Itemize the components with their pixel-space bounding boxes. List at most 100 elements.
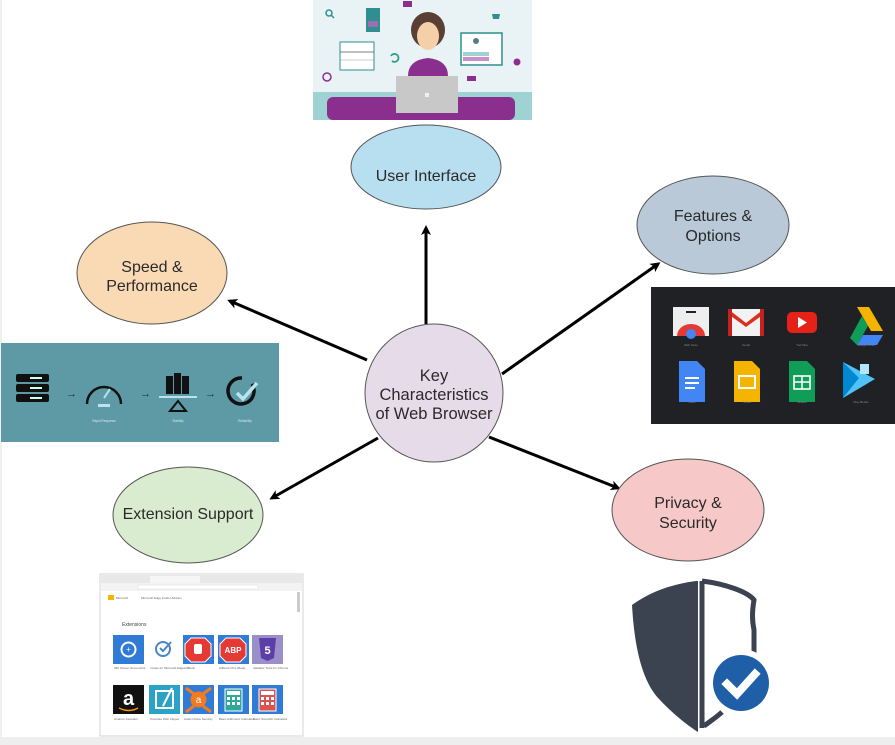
node-speed-performance[interactable]: Speed & Performance [76,221,228,325]
app-label: Google Drive [857,343,875,347]
svg-text:+: + [126,645,131,654]
extension-label: Invoke for Microsoft Edge [150,666,184,670]
envelope-icon [467,76,476,81]
shield-icon [632,581,698,732]
extension-tile-arithmetic-calculator [218,685,249,714]
arrow-to-privacy-security [488,435,621,491]
speed-performance-illustration: → Rapid Response → Stability → Reliabili… [1,343,279,442]
node-center-label-1: Key [420,367,449,385]
power-icon [322,72,332,82]
node-features-options[interactable]: Features & Options [636,175,790,275]
svg-text:ABP: ABP [225,646,243,655]
node-user-interface-label: User Interface [376,168,477,185]
extension-brand: Microsoft [116,596,128,600]
svg-text:a: a [196,695,202,706]
extension-label: 360 Screen Screenshot [114,666,146,670]
extension-tile-avast: a [183,685,214,714]
app-label: Play Books [853,400,869,404]
svg-text:5: 5 [264,645,270,657]
bottom-band [0,737,895,745]
browser-tab [150,576,200,583]
extension-tile-adblock-plus: ABP [218,635,249,664]
arrow-to-extension-support [269,436,379,500]
extension-label: Adblock Plus (Beta) [219,666,245,670]
arrow-icon: → [205,388,216,400]
node-extension-support[interactable]: Extension Support [112,466,264,564]
person-body [408,58,448,76]
speed-step-label-1: Rapid Response [92,419,116,423]
document-icon [366,8,380,32]
microsoft-logo [108,595,114,600]
extension-tile-scientific-calculator [252,685,283,714]
node-center-label-3: of Web Browser [375,405,493,423]
speed-illustration-background [1,343,279,442]
node-privacy-security[interactable]: Privacy & Security [611,458,765,562]
arrow-to-features-options [501,262,661,376]
node-speed-performance-label-2: Performance [106,278,198,295]
shield-outline-lower [702,710,724,729]
web-store-icon [673,307,709,339]
arrow-icon: → [140,388,151,400]
play-books-icon [843,362,875,398]
node-features-options-label-1: Features & [674,208,753,225]
node-center-label-2: Characteristics [379,386,488,404]
extension-label: OneNote Web Clipper [150,717,179,721]
shield-outline [699,578,757,728]
node-extension-support-label: Extension Support [123,506,254,523]
user-interface-illustration [313,0,532,120]
app-label: Sheets [797,400,807,404]
security-shield-illustration [632,578,775,732]
node-user-interface[interactable]: User Interface [350,124,502,210]
mail-icon [403,1,412,7]
node-center-shape [364,323,504,463]
speed-step-label-3: Reliability [238,419,252,423]
extension-label: Basic Arithmetic Calculator [219,717,255,721]
extension-section-title: Extensions [122,622,147,628]
checkmark [721,668,761,700]
person-face [417,22,439,50]
speaker-icon [513,58,521,66]
verified-check-icon [713,655,769,711]
gmail-icon [728,309,764,336]
balance-icon [159,373,197,412]
extension-tile-amazon: a [113,685,144,714]
arrow-to-speed-performance [227,299,368,362]
node-features-options-shape [636,175,790,275]
extension-tile-html5: 5 [252,635,283,664]
app-label: Docs [689,400,696,404]
extension-tile-onenote [149,685,180,714]
extension-label: Avast Online Security [184,717,213,721]
speed-step-label-2: Stability [172,419,184,423]
extension-label: Amazon Assistant [114,717,138,721]
cart-icon [492,14,500,19]
connector-arrows [227,225,661,500]
node-speed-performance-label-1: Speed & [121,259,183,276]
extension-label: AdBlock [184,666,196,670]
refresh-icon [390,53,400,63]
reliability-check-icon [226,376,259,406]
app-label: Web Store [684,343,698,347]
extension-tile-invoke [149,635,180,664]
extension-page-title: Microsoft Edge Insider Addons [141,596,182,600]
app-label: Slides [743,400,752,404]
scrollbar [297,592,300,612]
features-options-illustration: Web Store Gmail YouTube Google Drive Doc… [651,287,895,424]
extension-tile-adblock [183,635,214,664]
extension-support-illustration: Microsoft Microsoft Edge Insider Addons … [99,573,304,737]
node-features-options-label-2: Options [685,228,740,245]
node-privacy-security-shape [611,458,765,562]
search-icon [325,9,333,17]
node-privacy-security-label-1: Privacy & [654,495,722,512]
database-icon [16,374,49,402]
node-center-key-characteristics[interactable]: Key Characteristics of Web Browser [364,323,504,463]
arrow-icon: → [66,388,77,400]
extension-tile-360-screenshot: + [113,635,144,664]
node-user-interface-shape [350,124,502,210]
node-extension-support-shape [112,466,264,564]
docs-icon [679,361,705,402]
google-drive-icon [850,307,883,345]
speedometer-icon [85,385,123,407]
slides-icon [734,361,760,402]
extension-label: Validator Tools for Chrome [253,666,289,670]
